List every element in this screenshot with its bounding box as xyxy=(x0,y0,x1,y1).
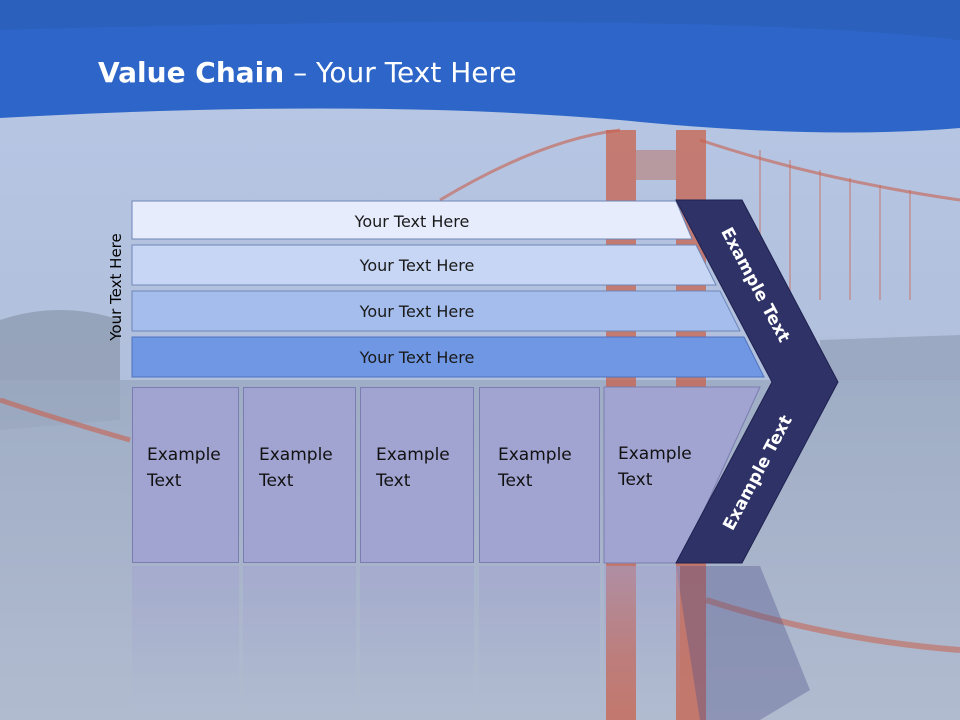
bar-1: Your Text Here xyxy=(132,201,692,241)
bar-2-shape xyxy=(131,244,717,286)
bar-4-label: Your Text Here xyxy=(359,347,475,367)
column-5-reflection xyxy=(604,566,680,716)
column-4-line1: Example xyxy=(498,445,572,465)
chevron-reflection xyxy=(676,566,810,720)
bar-3: Your Text Here xyxy=(132,291,702,331)
column-4: Example Text xyxy=(479,387,600,563)
column-1: Example Text xyxy=(132,387,239,563)
slide-title: Value Chain – Your Text Here xyxy=(98,56,517,89)
column-5-line2: Text xyxy=(618,470,653,490)
bar-2-label: Your Text Here xyxy=(359,255,475,275)
column-1-line2: Text xyxy=(147,471,182,491)
bar-2: Your Text Here xyxy=(132,245,702,285)
column-2: Example Text xyxy=(243,387,356,563)
bar-3-label: Your Text Here xyxy=(359,301,475,321)
column-5-line1: Example xyxy=(618,444,692,464)
column-2-reflection xyxy=(243,566,356,716)
bar-1-shape xyxy=(131,200,693,240)
column-1-line1: Example xyxy=(147,445,221,465)
column-5: Example Text xyxy=(604,387,704,563)
bar-4: Your Text Here xyxy=(132,337,702,377)
column-4-line2: Text xyxy=(498,471,533,491)
column-2-line1: Example xyxy=(259,445,333,465)
bar-3-shape xyxy=(131,290,741,332)
column-1-reflection xyxy=(132,566,239,716)
column-2-line2: Text xyxy=(259,471,294,491)
column-4-reflection xyxy=(479,566,600,716)
chevron-shape xyxy=(675,199,839,564)
column-3-line2: Text xyxy=(376,471,411,491)
column-3-reflection xyxy=(360,566,474,716)
bar-1-label: Your Text Here xyxy=(354,211,470,231)
column-3: Example Text xyxy=(360,387,474,563)
title-bold: Value Chain xyxy=(98,56,285,89)
column-3-line1: Example xyxy=(376,445,450,465)
bar-4-shape xyxy=(131,336,765,378)
title-rest: – Your Text Here xyxy=(284,56,517,89)
